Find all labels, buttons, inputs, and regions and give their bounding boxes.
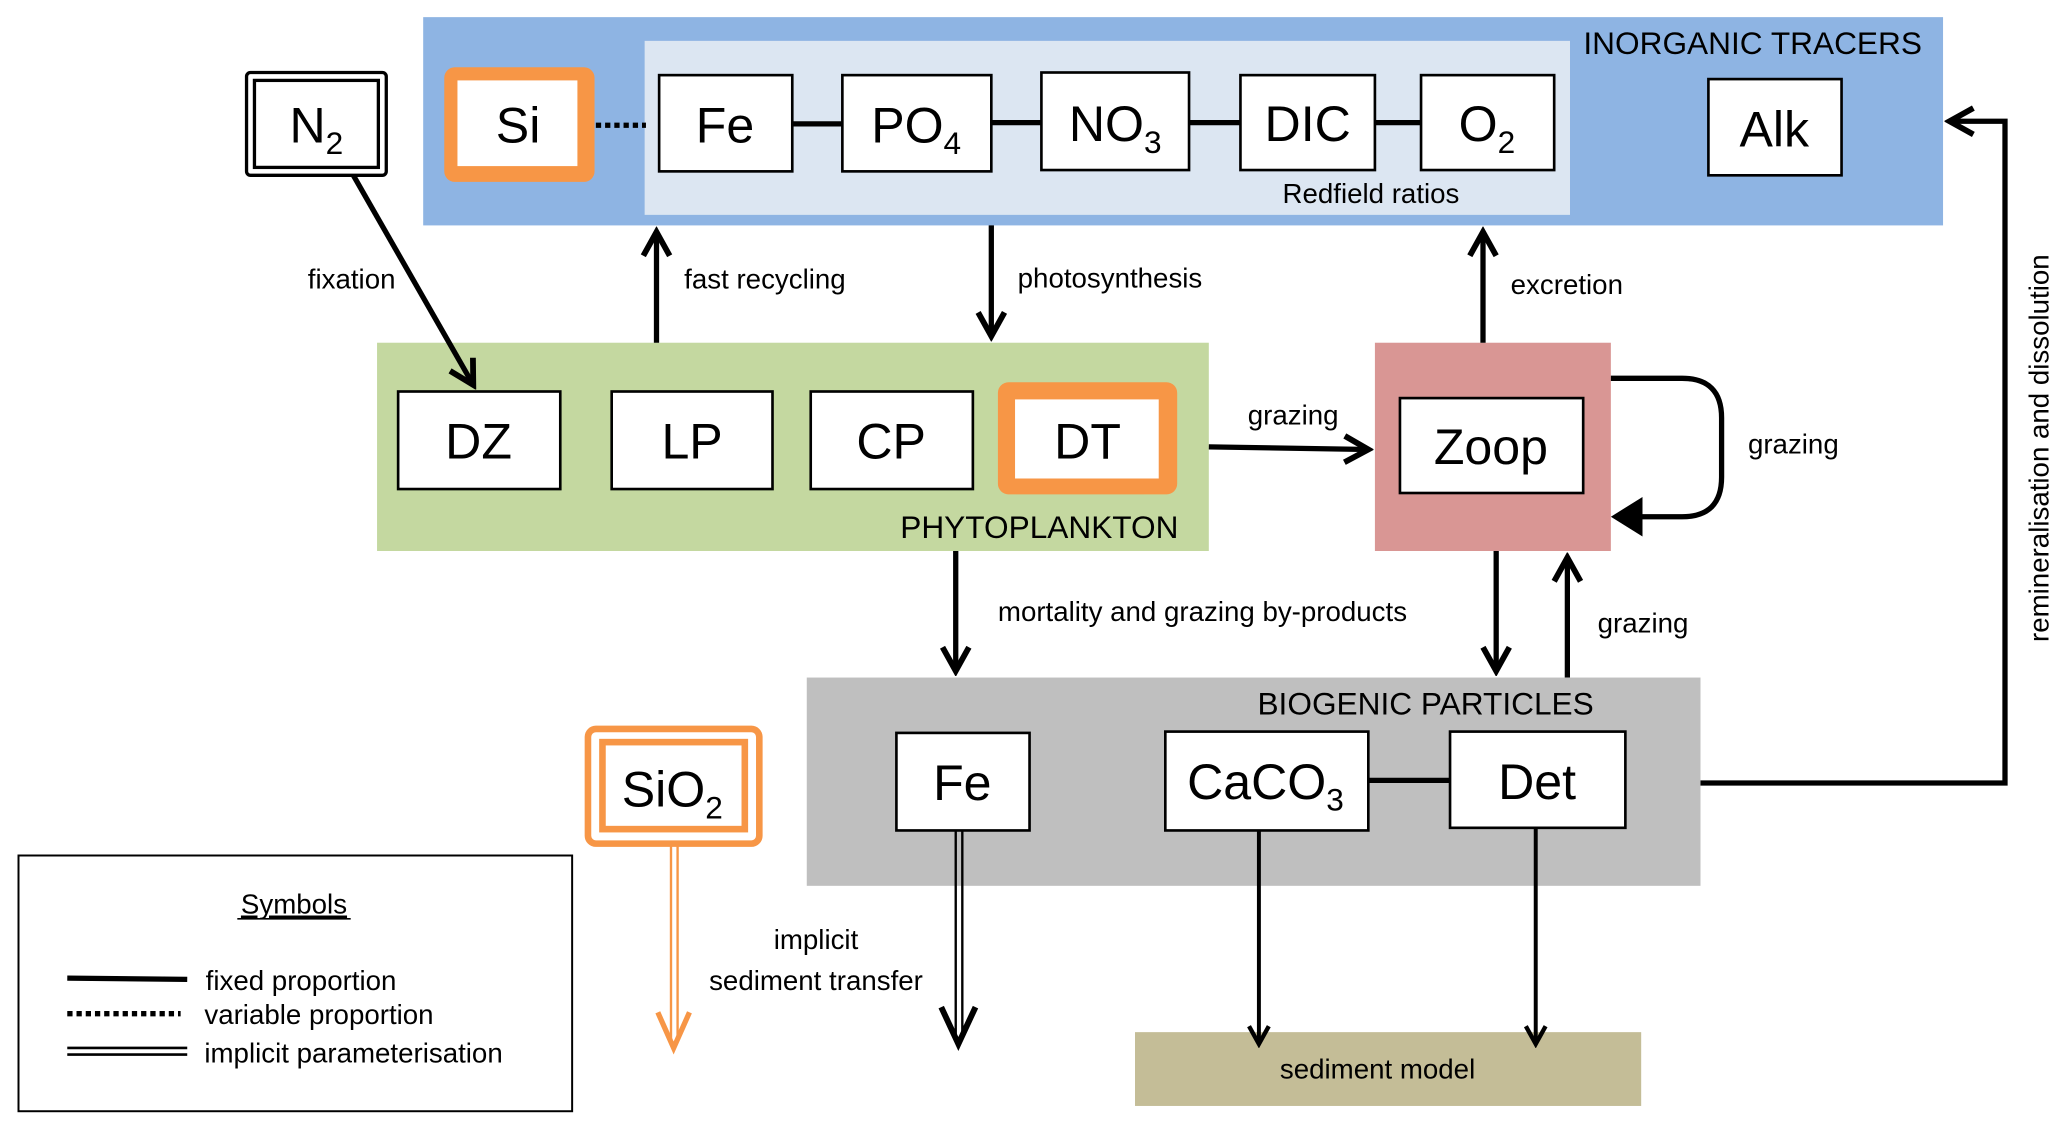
node-dz-label: DZ — [445, 414, 512, 470]
remineralisation-label: remineralisation and dissolution — [2023, 254, 2054, 642]
node-alk-label: Alk — [1740, 101, 1811, 157]
node-lp-label: LP — [661, 414, 722, 470]
grazing-self-loop-arrow — [1610, 375, 1725, 520]
redfield-label: Redfield ratios — [1283, 178, 1460, 209]
fe-implicit-transfer-arrow — [938, 830, 979, 1052]
node-si-label: Si — [496, 97, 541, 153]
node-dic[interactable]: DIC — [1239, 73, 1377, 172]
fixation-arrow — [351, 174, 473, 385]
implicit-transfer-label-line2: sediment transfer — [709, 965, 923, 996]
legend-item-variable: variable proportion — [204, 999, 433, 1030]
node-caco3[interactable]: CaCO3 — [1164, 730, 1370, 832]
sediment-model-label: sediment model — [1280, 1053, 1475, 1084]
legend-box — [17, 854, 574, 1113]
grazing-phyto-arrow — [1208, 447, 1369, 450]
excretion-label: excretion — [1511, 269, 1623, 300]
node-sio2-subscript: 2 — [705, 790, 723, 826]
node-fe-tracer-label: Fe — [696, 97, 754, 153]
sediment-model-background — [1135, 1032, 1642, 1106]
fixation-label: fixation — [308, 264, 396, 295]
node-no3-label: NO — [1069, 96, 1144, 152]
node-dic-label: DIC — [1265, 96, 1351, 152]
legend-item-implicit: implicit parameterisation — [204, 1037, 502, 1068]
node-alk[interactable]: Alk — [1707, 77, 1843, 177]
svg-text:PO4: PO4 — [871, 97, 961, 161]
node-caco3-label: CaCO — [1187, 754, 1326, 810]
svg-text:DT: DT — [1054, 414, 1121, 470]
node-fe-particle-label: Fe — [933, 755, 991, 811]
svg-text:LP: LP — [661, 414, 722, 470]
node-cp[interactable]: CP — [809, 390, 975, 491]
node-zoop[interactable]: Zoop — [1398, 396, 1585, 495]
node-fe-particle[interactable]: Fe — [895, 731, 1031, 832]
node-sio2[interactable]: SiO2 — [584, 725, 763, 847]
node-det-label: Det — [1498, 754, 1576, 810]
svg-text:Alk: Alk — [1740, 101, 1811, 157]
node-fe-tracer[interactable]: Fe — [657, 73, 794, 173]
svg-text:N2: N2 — [290, 97, 344, 161]
node-zoop-label: Zoop — [1434, 419, 1548, 475]
grazing-self-label: grazing — [1748, 428, 1839, 459]
fast-recycling-label: fast recycling — [684, 264, 845, 295]
legend-item-fixed: fixed proportion — [206, 965, 397, 996]
sio2-implicit-transfer-arrow — [655, 843, 692, 1055]
svg-text:CP: CP — [856, 414, 926, 470]
phytoplankton-label: PHYTOPLANKTON — [900, 509, 1178, 545]
remineralisation-arrow — [1700, 121, 2008, 786]
svg-text:O2: O2 — [1459, 96, 1516, 160]
node-n2-label: N — [290, 97, 326, 153]
node-dz[interactable]: DZ — [396, 390, 562, 491]
node-dt[interactable]: DT — [997, 382, 1178, 495]
mortality-label: mortality and grazing by-products — [998, 596, 1407, 627]
legend-title: Symbols — [241, 889, 347, 920]
node-no3[interactable]: NO3 — [1040, 71, 1191, 172]
node-n2[interactable]: N2 — [244, 70, 388, 177]
node-o2[interactable]: O2 — [1419, 73, 1556, 172]
svg-text:Zoop: Zoop — [1434, 419, 1548, 475]
legend: Symbols fixed proportion variable propor… — [17, 854, 574, 1113]
node-po4-subscript: 4 — [944, 125, 962, 161]
biogenic-particles-label: BIOGENIC PARTICLES — [1257, 685, 1593, 721]
node-po4[interactable]: PO4 — [841, 73, 993, 173]
photosynthesis-label: photosynthesis — [1018, 262, 1203, 293]
svg-text:Si: Si — [496, 97, 541, 153]
node-cp-label: CP — [856, 414, 926, 470]
legend-solid-line-icon — [67, 975, 188, 983]
phytoplankton-group: PHYTOPLANKTON DZ LP CP DT — [377, 342, 1209, 551]
node-si[interactable]: Si — [444, 67, 595, 182]
node-n2-subscript: 2 — [326, 125, 344, 161]
svg-text:SiO2: SiO2 — [622, 762, 723, 826]
implicit-transfer-label-line1: implicit — [774, 924, 859, 955]
node-o2-subscript: 2 — [1498, 124, 1516, 160]
grazing-self-arrowhead — [1610, 496, 1643, 537]
svg-text:Fe: Fe — [696, 97, 754, 153]
node-sio2-label: SiO — [622, 762, 705, 818]
sediment-model[interactable]: sediment model — [1135, 1032, 1642, 1106]
grazing-phyto-label: grazing — [1248, 399, 1339, 430]
node-caco3-subscript: 3 — [1326, 782, 1344, 818]
svg-text:DZ: DZ — [445, 414, 512, 470]
svg-text:Fe: Fe — [933, 755, 991, 811]
svg-text:DIC: DIC — [1265, 96, 1351, 152]
svg-text:NO3: NO3 — [1069, 96, 1162, 160]
svg-text:Det: Det — [1498, 754, 1576, 810]
node-dt-label: DT — [1054, 414, 1121, 470]
node-det[interactable]: Det — [1448, 730, 1627, 830]
svg-text:CaCO3: CaCO3 — [1187, 754, 1344, 818]
inorganic-tracers-group: INORGANIC TRACERS Redfield ratios Si Fe … — [423, 17, 1944, 226]
biogenic-particles-group: BIOGENIC PARTICLES Fe CaCO3 Det — [806, 677, 1701, 886]
node-no3-subscript: 3 — [1144, 124, 1162, 160]
node-po4-label: PO — [871, 97, 943, 153]
node-o2-label: O — [1459, 96, 1498, 152]
inorganic-tracers-label: INORGANIC TRACERS — [1583, 25, 1922, 61]
zooplankton-group: Zoop — [1374, 342, 1611, 551]
grazing-particles-label: grazing — [1598, 608, 1689, 639]
node-lp[interactable]: LP — [610, 390, 774, 491]
